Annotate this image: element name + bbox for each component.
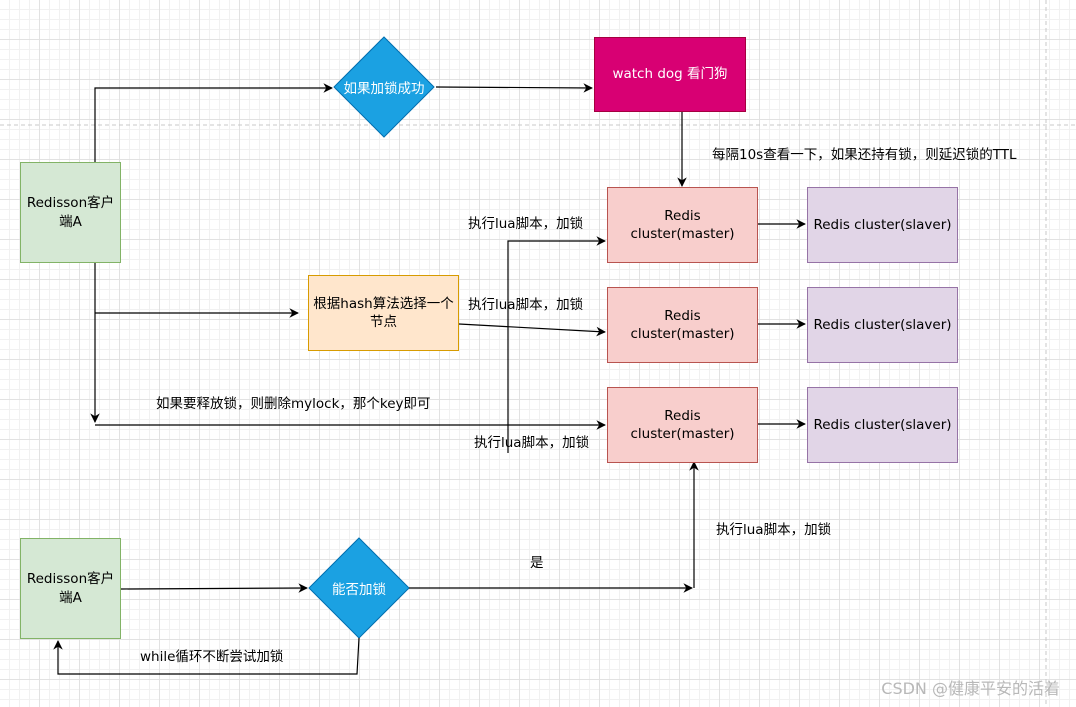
client-a-top-label: Redisson客户端A — [26, 195, 115, 230]
edge-client-to-lock-success — [94, 83, 333, 162]
client-a-bottom[interactable]: Redisson客户端A — [20, 538, 121, 639]
hash-select-label: 根据hash算法选择一个节点 — [313, 295, 454, 330]
watch-dog[interactable]: watch dog 看门狗 — [594, 37, 746, 112]
edge-lock-success-to-watchdog — [435, 83, 593, 93]
redis-master-2-label: Redis cluster(master) — [630, 307, 735, 342]
redis-master-3-label: Redis cluster(master) — [630, 407, 735, 442]
redis-master-1-label: Redis cluster(master) — [630, 207, 735, 242]
edge-label-watchdog-renew: 每隔10s查看一下，如果还持有锁，则延迟锁的TTL — [712, 147, 1017, 163]
edge-label-yes: 是 — [530, 555, 544, 571]
edge-label-while-retry: while循环不断尝试加锁 — [140, 649, 284, 665]
edge-client2-to-can-lock — [120, 583, 308, 593]
watch-dog-label: watch dog 看门狗 — [612, 66, 728, 83]
edge-label-lua-lock-4: 执行lua脚本，加锁 — [716, 522, 832, 538]
edge-label-lua-lock-2: 执行lua脚本，加锁 — [468, 297, 584, 313]
redis-slaver-1-label: Redis cluster(slaver) — [813, 216, 952, 233]
diamond-lock-success[interactable] — [333, 36, 435, 138]
client-a-bottom-label: Redisson客户端A — [26, 571, 115, 606]
redis-master-1[interactable]: Redis cluster(master) — [607, 187, 758, 263]
redis-master-3[interactable]: Redis cluster(master) — [607, 387, 758, 463]
redis-slaver-3[interactable]: Redis cluster(slaver) — [807, 387, 958, 463]
edge-while-retry — [53, 637, 360, 675]
redis-slaver-3-label: Redis cluster(slaver) — [813, 416, 952, 433]
diamond-can-lock[interactable] — [308, 537, 410, 639]
hash-select-node[interactable]: 根据hash算法选择一个节点 — [308, 275, 459, 351]
edge-hash-to-master-1 — [507, 236, 606, 453]
redis-master-2[interactable]: Redis cluster(master) — [607, 287, 758, 363]
redis-slaver-2[interactable]: Redis cluster(slaver) — [807, 287, 958, 363]
redis-slaver-2-label: Redis cluster(slaver) — [813, 316, 952, 333]
edge-label-release: 如果要释放锁，则删除mylock，那个key即可 — [156, 396, 431, 412]
edge-label-lua-lock-1: 执行lua脚本，加锁 — [468, 216, 584, 232]
client-a-top[interactable]: Redisson客户端A — [20, 162, 121, 263]
edge-label-lua-lock-3: 执行lua脚本，加锁 — [474, 435, 590, 451]
watermark: CSDN @健康平安的活着 — [881, 679, 1060, 698]
redis-slaver-1[interactable]: Redis cluster(slaver) — [807, 187, 958, 263]
edge-hash-to-master-2 — [458, 323, 606, 337]
